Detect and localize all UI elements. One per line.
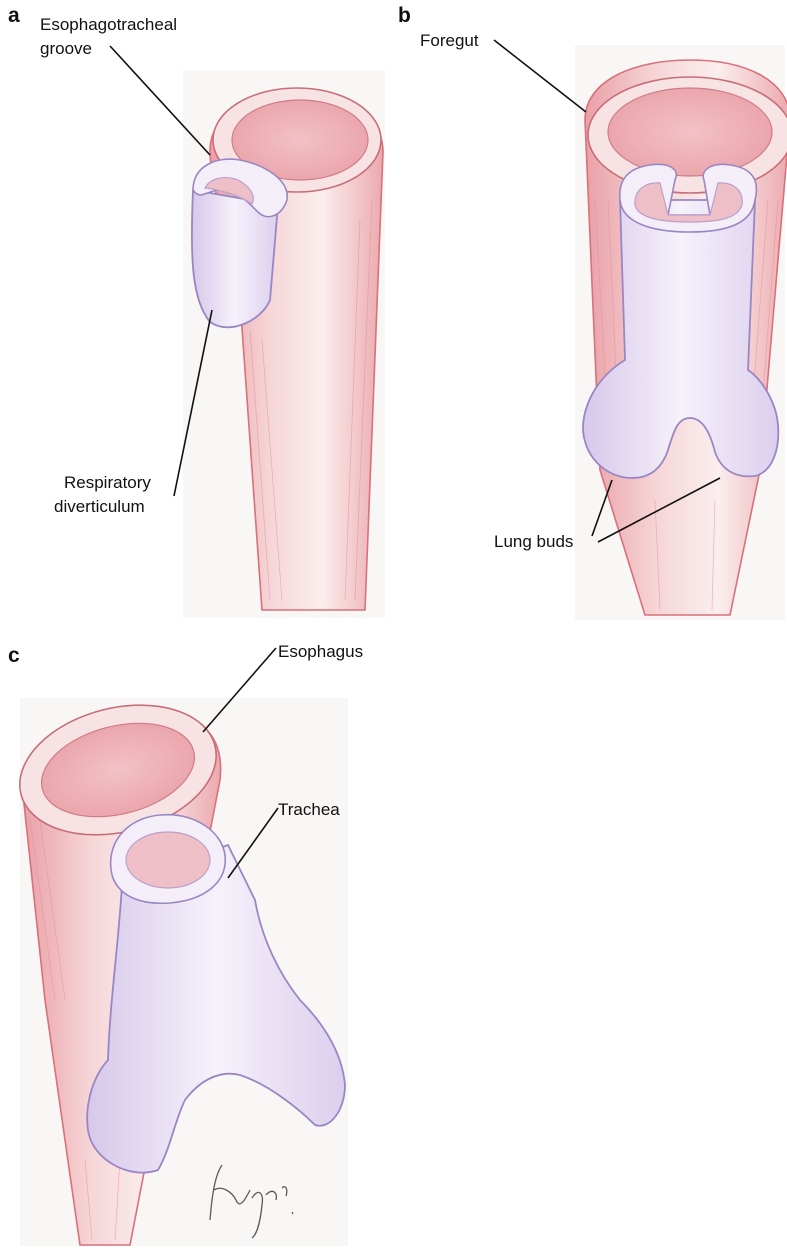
label-foregut: Foregut (420, 31, 479, 50)
label-trachea: Trachea (278, 800, 340, 819)
panel-b: b Foregut Lung buds (398, 4, 787, 620)
panel-c-trachea-lumen (126, 832, 210, 888)
panel-b-letter: b (398, 4, 411, 27)
leader-foregut (494, 40, 586, 112)
panel-a: a Esophagotracheal groove Respiratory di… (8, 4, 385, 618)
panel-c: c Esophagus Trachea (6, 642, 363, 1246)
panel-b-foregut-lumen (608, 88, 772, 176)
label-respiratory-diverticulum-line1: Respiratory (64, 473, 151, 492)
label-esophagotracheal-groove-line1: Esophagotracheal (40, 15, 177, 34)
label-esophagotracheal-groove-line2: groove (40, 39, 92, 58)
label-lung-buds: Lung buds (494, 532, 573, 551)
panel-c-letter: c (8, 644, 20, 667)
label-respiratory-diverticulum-line2: diverticulum (54, 497, 145, 516)
panel-a-letter: a (8, 4, 20, 27)
label-esophagus: Esophagus (278, 642, 363, 661)
